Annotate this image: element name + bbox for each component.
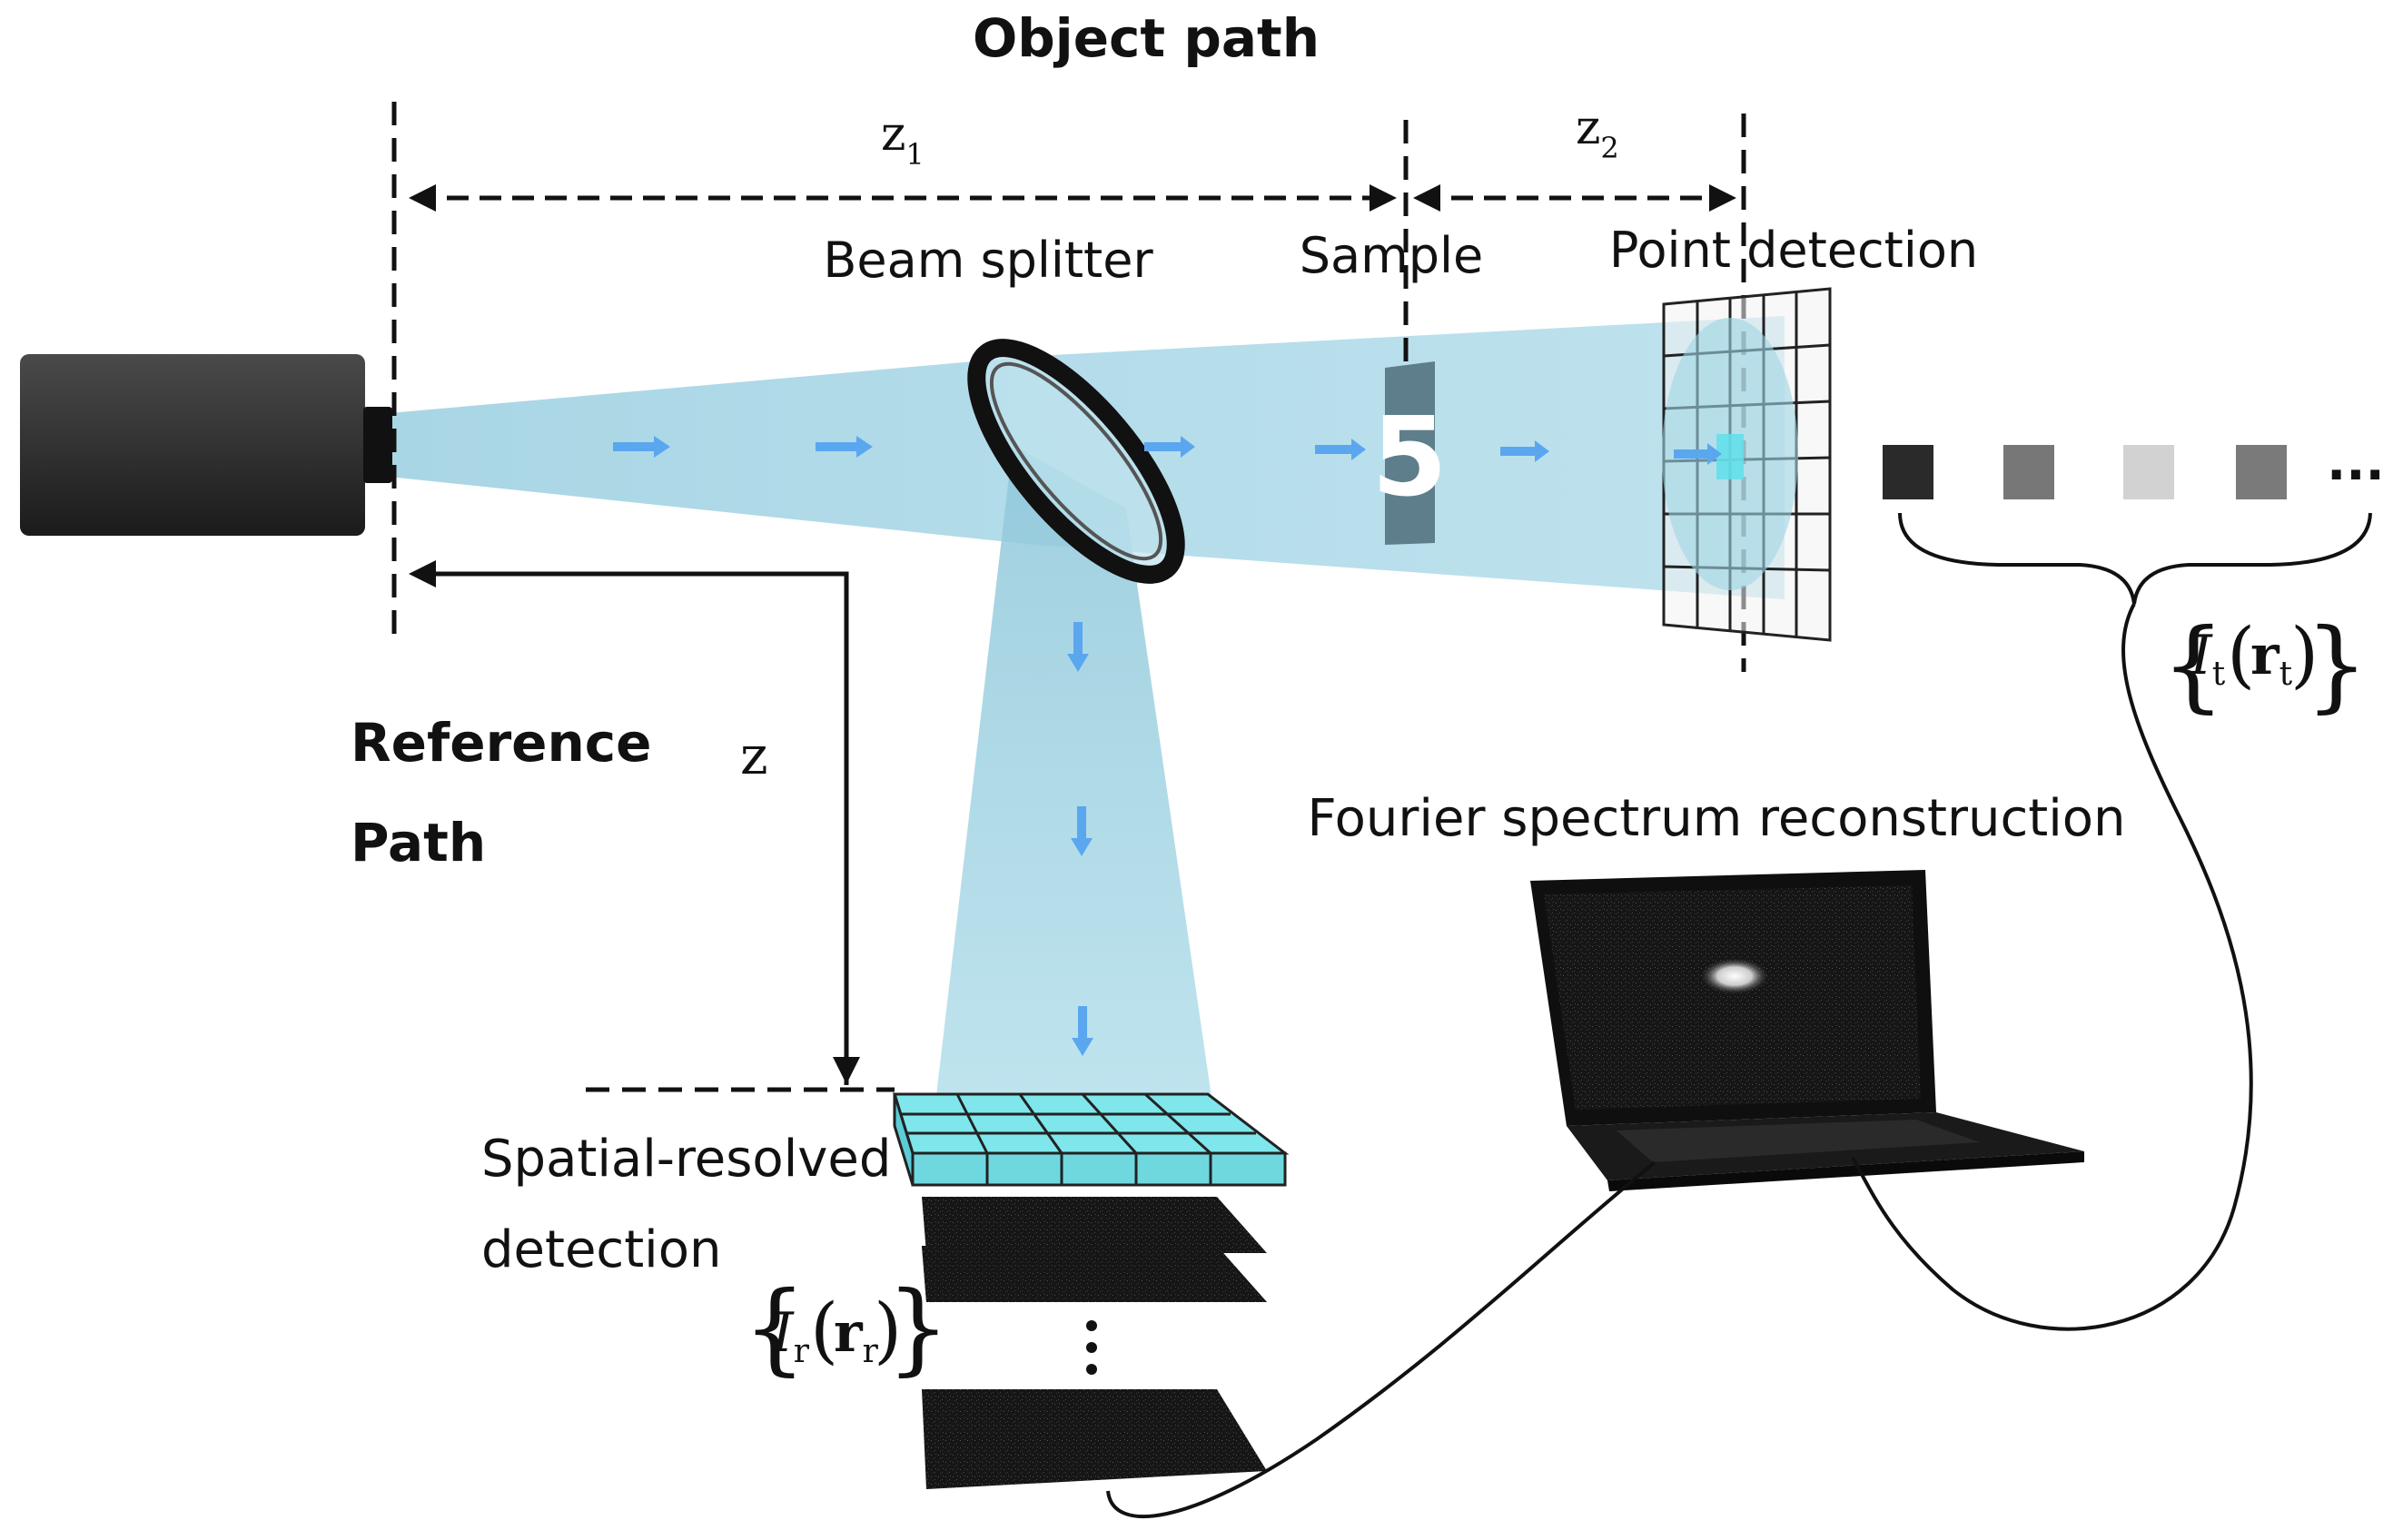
reference-beam-arrows (1067, 622, 1093, 1056)
beam-splitter-label: Beam splitter (823, 232, 1153, 289)
z1-label: z1 (881, 107, 925, 172)
sample-label: Sample (1300, 227, 1483, 284)
svg-text:(: ( (2227, 612, 2255, 696)
z-label: z (740, 725, 768, 786)
point-detection-label: Point detection (1609, 222, 1978, 279)
pixel-ellipsis: ... (2327, 433, 2385, 492)
object-beam-arrows (613, 436, 1722, 465)
pixel-sequence-brace (1898, 512, 2372, 605)
z2-label: z2 (1576, 101, 1619, 165)
svg-text:rt: rt (2250, 624, 2293, 693)
pixel-value-2 (2003, 445, 2054, 499)
pixel-value-1 (1883, 445, 1933, 499)
spatial-label-line1: Spatial-resolved (481, 1130, 891, 1189)
svg-text:{: { (2161, 607, 2225, 723)
svg-text:}: } (886, 1269, 950, 1386)
target-intensity-set: { It ( rt ) } (2161, 607, 2368, 723)
cable-detector-to-laptop (1851, 603, 2253, 1331)
svg-text:Ir: Ir (771, 1301, 810, 1370)
fourier-spectrum-spot (1700, 958, 1769, 994)
beam-splitter (967, 339, 1185, 584)
sample-glyph: 5 (1371, 395, 1448, 521)
pixel-value-4 (2236, 445, 2287, 499)
svg-text:It: It (2190, 624, 2226, 693)
speckle-frame-stack (922, 1197, 1267, 1489)
spatial-label-line2: detection (481, 1220, 721, 1279)
pixel-value-3 (2123, 445, 2174, 499)
svg-text:}: } (2305, 607, 2368, 723)
sample-slide: 5 (1371, 361, 1448, 545)
svg-text:): ) (874, 1288, 902, 1372)
diagram-title: Object path (973, 7, 1320, 69)
cable-reference-to-laptop (1106, 1160, 1656, 1519)
svg-text:rr: rr (834, 1301, 879, 1370)
spatial-detector-array (892, 1092, 1290, 1187)
reference-intensity-set: { Ir ( rr ) } (743, 1269, 950, 1386)
fourier-label: Fourier spectrum reconstruction (1307, 789, 2125, 848)
reference-beam (935, 445, 1212, 1103)
svg-text:): ) (2290, 612, 2319, 696)
svg-text:{: { (743, 1269, 806, 1386)
reference-label-line1: Reference (351, 712, 652, 774)
reference-label-line2: Path (351, 812, 486, 874)
laser-source (20, 354, 392, 536)
point-detector-grid (1662, 287, 1832, 642)
pixel-sequence: ... (1883, 433, 2385, 499)
laptop (1530, 870, 2084, 1191)
svg-text:(: ( (810, 1288, 838, 1372)
